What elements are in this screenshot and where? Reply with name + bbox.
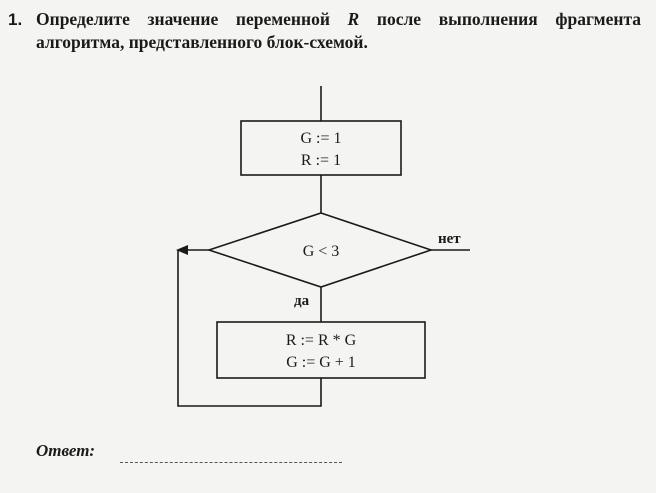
answer-blank-line[interactable]: [120, 462, 342, 463]
no-label: нет: [438, 231, 461, 247]
yes-label: да: [294, 293, 310, 309]
question-variable: R: [347, 9, 360, 29]
condition-text: G < 3: [303, 243, 340, 260]
init-line-2: R := 1: [301, 152, 341, 169]
question-text-part1: Определите значение переменной: [36, 9, 348, 29]
question-text: Определите значение переменной R после в…: [36, 8, 641, 54]
init-line-1: G := 1: [300, 130, 341, 147]
body-line-2: G := G + 1: [286, 354, 356, 371]
question-number: 1.: [8, 10, 23, 29]
question-text-part2: после выполнения фрагмента алгоритма, пр…: [36, 9, 641, 52]
answer-label: Ответ:: [36, 441, 96, 460]
body-line-1: R := R * G: [286, 332, 357, 349]
loop-back-path: [176, 245, 322, 407]
